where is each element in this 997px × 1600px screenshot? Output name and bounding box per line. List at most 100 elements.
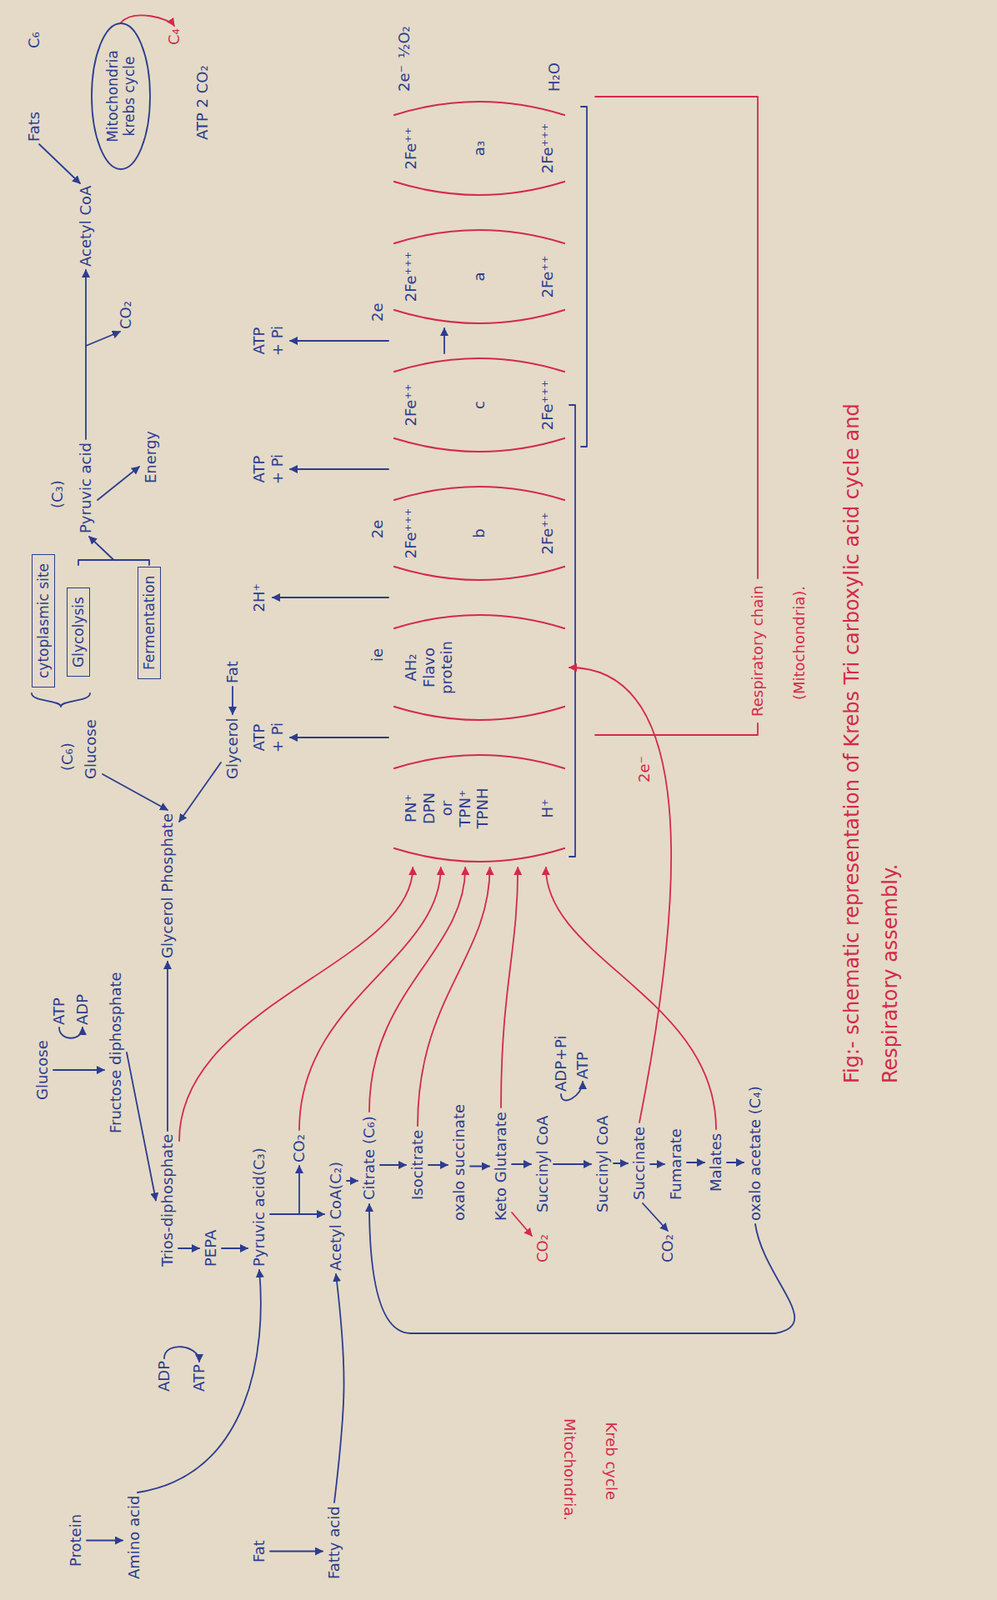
carrier-segment: PN⁺ DPN or TPN⁺ TPNH H⁺	[391, 750, 567, 867]
feeder-arrow	[137, 1270, 261, 1493]
chain-bracket	[569, 405, 576, 857]
carrier-arcs	[394, 230, 565, 324]
metabolite-label: oxalo succinate	[450, 1104, 469, 1222]
energy-label: ATP + Pi	[250, 717, 286, 758]
energy-label: ADP	[73, 994, 92, 1026]
carbon-count: (C₆)	[58, 742, 77, 772]
cycle-note: Kreb cycle	[601, 1422, 621, 1501]
carbon-count: C₄	[165, 28, 184, 46]
metabolite-label: Amino acid	[125, 1496, 144, 1580]
carrier-segment: 2Fe⁺⁺⁺b2Fe⁺⁺	[391, 481, 567, 586]
energy-label: ATP	[50, 997, 69, 1026]
carrier-segment: AH₂ Flavo protein	[391, 610, 567, 726]
metabolite-label: Keto Glutarate	[491, 1112, 511, 1222]
metabolite-label: Fructose diphosphate	[106, 971, 126, 1134]
source-label: Fat	[250, 1540, 269, 1564]
process-box: Fermentation	[137, 566, 161, 680]
flow-arrow	[470, 1166, 490, 1168]
flow-arrow	[166, 961, 169, 1132]
hydrogen-leader	[179, 867, 413, 1142]
flow-arrow	[553, 1163, 592, 1166]
energy-label: ATP 2 CO₂	[193, 65, 212, 141]
flow-arrow	[126, 1052, 156, 1202]
decarboxylation-arrow	[642, 1203, 668, 1232]
metabolite-label: Fumarate	[666, 1128, 686, 1201]
node-text: Glycolysis	[70, 596, 87, 668]
metabolite-label: Glycerol Phosphate	[158, 813, 177, 959]
carrier-arcs	[394, 755, 565, 862]
cofactor-curl	[59, 1027, 83, 1039]
energy-label: ADP	[155, 1361, 174, 1393]
water-label: H₂O	[545, 62, 564, 92]
energy-label: ADP+Pi	[551, 1035, 571, 1093]
carrier-segment: 2Fe⁺⁺a₃2Fe⁺⁺⁺	[391, 96, 567, 201]
flow-arrow	[86, 1540, 123, 1543]
node-subtext: 2Fe⁺⁺⁺	[538, 380, 557, 431]
hydrogen-leader	[546, 867, 717, 1130]
byproduct-label: CO₂	[116, 300, 136, 330]
compartment-box: cytoplasmic site	[31, 554, 56, 688]
oxygen-label: ½O₂	[395, 25, 414, 59]
flow-arrow	[428, 1164, 448, 1167]
carrier-arcs	[394, 101, 565, 196]
energy-label: Energy	[141, 430, 161, 484]
node-text: Fermentation	[140, 576, 158, 671]
electron-label: 2e⁻	[635, 756, 654, 783]
byproduct-label: CO₂	[658, 1234, 677, 1263]
chain-bracket	[595, 723, 758, 736]
metabolite-label: Succinate	[630, 1127, 649, 1201]
node-text: PN⁺ DPN or TPN⁺ TPNH	[401, 782, 492, 835]
flow-arrow	[650, 1163, 665, 1166]
energy-arrow	[272, 596, 389, 599]
node-text: 2Fe⁺⁺	[401, 127, 421, 171]
electron-label: ie	[368, 648, 387, 662]
node-text: Mitochondria krebs cycle	[104, 44, 139, 149]
cycle-note: Mitochondria.	[560, 1418, 579, 1522]
metabolite-label: Citrate (C₆)	[360, 1116, 379, 1201]
flow-arrow	[613, 1162, 628, 1165]
carbon-count: C₆	[25, 31, 44, 49]
energy-arrow	[290, 736, 389, 739]
carrier-arcs	[394, 615, 565, 721]
carrier-segment: 2Fe⁺⁺⁺a2Fe⁺⁺	[391, 225, 567, 329]
metabolite-label: PEPA	[201, 1230, 221, 1268]
connector	[443, 328, 446, 354]
flow-arrow	[270, 1213, 325, 1216]
flow-arrow	[178, 1247, 200, 1250]
node-subtext: H⁺	[538, 798, 557, 818]
electron-label: 2e	[368, 302, 387, 322]
metabolite-label: Acetyl CoA	[76, 185, 96, 267]
branch-arrow	[85, 331, 121, 346]
energy-arrow	[290, 468, 389, 471]
node-text: 2Fe⁺⁺⁺	[401, 508, 421, 559]
carrier-arcs	[394, 358, 565, 452]
metabolite-label: Succinyl CoA	[533, 1116, 552, 1213]
metabolite-label: Glucose	[81, 719, 101, 780]
electron-label: 2e	[368, 520, 387, 540]
cofactor-curl	[164, 1347, 200, 1363]
node-subtext: b	[470, 528, 489, 538]
chain-note: (Mitochondria).	[790, 586, 809, 701]
node-subtext: a	[470, 271, 489, 281]
node-subtext: 2Fe⁺⁺	[538, 255, 557, 299]
flow-arrow	[97, 466, 140, 501]
metabolite-label: Pyruvic acid	[76, 442, 96, 534]
feeder-arrow	[39, 144, 81, 184]
process-box: Glycolysis	[66, 587, 91, 677]
flow-arrow	[53, 1069, 105, 1072]
flow-arrow	[380, 1164, 406, 1167]
byproduct-label: CO₂	[533, 1234, 552, 1263]
chain-bracket	[595, 96, 758, 579]
flow-arrow	[89, 536, 115, 561]
metabolite-label: oxalo acetate (C₄)	[746, 1086, 765, 1222]
node-subtext: c	[470, 400, 489, 410]
proton-label: 2H⁺	[250, 583, 269, 613]
source-label: Fat	[223, 661, 242, 684]
chain-bracket	[581, 106, 587, 447]
node-subtext: a₃	[470, 140, 489, 156]
source-label: Protein	[66, 1514, 86, 1568]
branch-arrow	[298, 1166, 301, 1215]
flow-arrow	[726, 1162, 744, 1164]
flow-arrow	[270, 1551, 323, 1554]
